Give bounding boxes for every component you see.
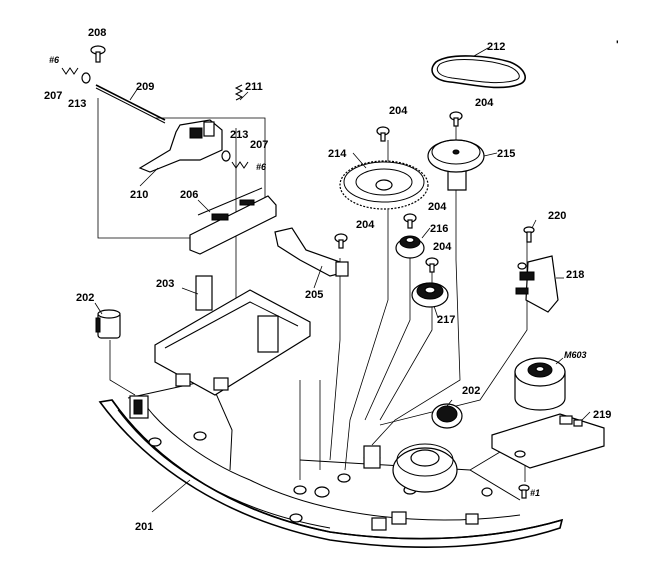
label-220: 220 [548,210,566,222]
spring-207-left [61,67,91,84]
corner-mark: ' [616,39,619,51]
label-217: 217 [437,314,455,326]
screw-h1 [518,484,530,499]
label-204-c: 204 [428,201,447,213]
label-h1: #1 [530,488,540,498]
label-204-e: 204 [433,241,452,253]
chassis-bracket [129,395,149,419]
label-206: 206 [180,189,198,201]
part-labels: 208 #6 207 213 209 211 213 207 #6 210 20… [44,27,619,533]
label-213-left: 213 [68,98,86,110]
spring-207-right [221,150,249,169]
label-210: 210 [130,189,148,201]
frame-203 [154,275,311,396]
pulley-215 [427,139,485,191]
label-207-left: 207 [44,90,62,102]
spring-211 [234,84,244,101]
slider-206 [189,187,277,255]
chassis-base-201 [98,379,564,548]
label-202-center: 202 [462,385,480,397]
lever-210 [138,119,223,173]
gear-216 [395,235,425,259]
label-leaders [94,47,591,513]
motor-m603 [514,357,566,411]
label-203: 203 [156,278,174,290]
label-204-d: 204 [356,219,375,231]
label-218: 218 [566,269,584,281]
label-211: 211 [245,81,263,93]
label-214: 214 [328,148,347,160]
part-202-center [431,403,463,429]
label-219: 219 [593,409,611,421]
label-m603: M603 [564,350,587,360]
gear-214 [339,160,429,210]
label-205: 205 [305,289,323,301]
label-204-b: 204 [475,97,494,109]
label-209: 209 [136,81,154,93]
screw-208 [90,45,106,63]
screws-204 [334,111,463,273]
label-208: 208 [88,27,106,39]
label-h6-left: #6 [49,55,60,65]
gear-217 [411,282,449,308]
label-202-left: 202 [76,292,94,304]
label-207-right: 207 [250,139,268,151]
belt-212 [431,55,526,89]
arm-205 [274,227,349,277]
label-h6-right: #6 [256,162,267,172]
screw-220 [523,226,535,243]
label-215: 215 [497,148,515,160]
chassis-bosses [148,431,493,531]
bracket-218 [515,255,559,313]
label-204-a: 204 [389,105,408,117]
pcb-219 [491,413,605,469]
label-212: 212 [487,41,505,53]
label-201: 201 [135,521,153,533]
part-202-left [95,309,121,339]
label-216: 216 [430,223,448,235]
shaft-209 [95,84,166,124]
label-213-right: 213 [230,129,248,141]
motor-housing [392,443,458,493]
